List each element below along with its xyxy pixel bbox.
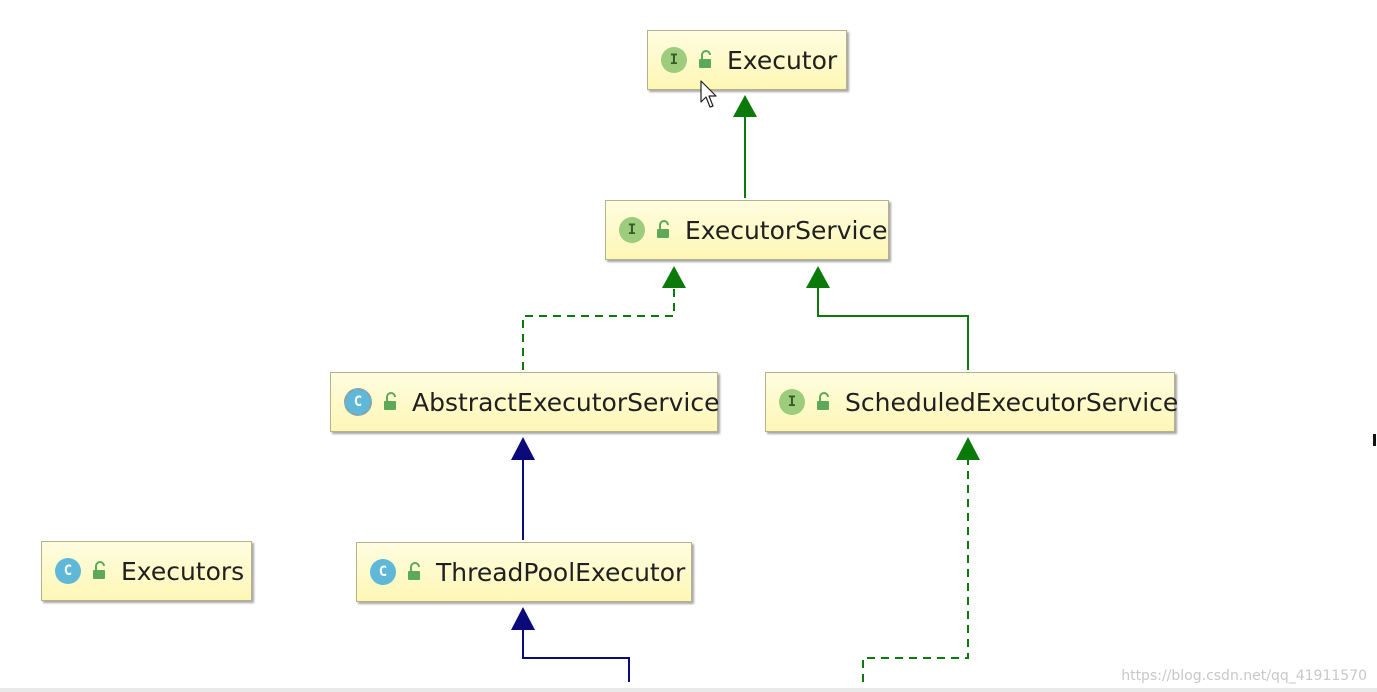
open-lock-icon: [408, 562, 420, 580]
node-abstract-executor-service[interactable]: C AbstractExecutorService: [330, 372, 720, 432]
edge-offscreen-to-scheduled-executor-service: [862, 437, 980, 682]
edge-abstract-executor-service-to-executor-service: [522, 266, 686, 370]
mouse-cursor-icon: [700, 80, 717, 108]
abstract-class-badge-icon: C: [344, 388, 372, 416]
edge-thread-pool-executor-to-abstract-executor-service: [511, 437, 535, 540]
edge-mark: [1373, 434, 1376, 446]
node-executor-service[interactable]: I ExecutorService: [605, 200, 889, 260]
node-label: Executors: [121, 556, 245, 586]
interface-badge-icon: I: [619, 217, 645, 243]
class-badge-icon: C: [55, 558, 81, 584]
open-lock-icon: [384, 392, 396, 410]
edge-offscreen-to-thread-pool-executor: [511, 607, 630, 682]
node-executor[interactable]: I Executor: [647, 30, 847, 90]
open-lock-icon: [699, 50, 711, 68]
open-lock-icon: [817, 392, 829, 410]
watermark: https://blog.csdn.net/qq_41911570: [1121, 668, 1367, 684]
node-executors[interactable]: C Executors: [41, 541, 252, 601]
edge-executor-service-to-executor: [733, 95, 757, 198]
edge-scheduled-executor-service-to-executor-service: [806, 266, 969, 370]
open-lock-icon: [657, 220, 669, 238]
interface-badge-icon: I: [779, 389, 805, 415]
node-thread-pool-executor[interactable]: C ThreadPoolExecutor: [356, 542, 692, 602]
interface-badge-icon: I: [661, 47, 687, 73]
node-label: Executor: [727, 45, 838, 75]
node-scheduled-executor-service[interactable]: I ScheduledExecutorService: [765, 372, 1179, 432]
node-label: ThreadPoolExecutor: [436, 557, 686, 587]
class-badge-icon: C: [370, 559, 396, 585]
node-label: ScheduledExecutorService: [845, 387, 1179, 417]
open-lock-icon: [93, 561, 105, 579]
node-label: ExecutorService: [685, 215, 888, 245]
node-label: AbstractExecutorService: [412, 387, 720, 417]
bottom-bar: [0, 688, 1377, 692]
